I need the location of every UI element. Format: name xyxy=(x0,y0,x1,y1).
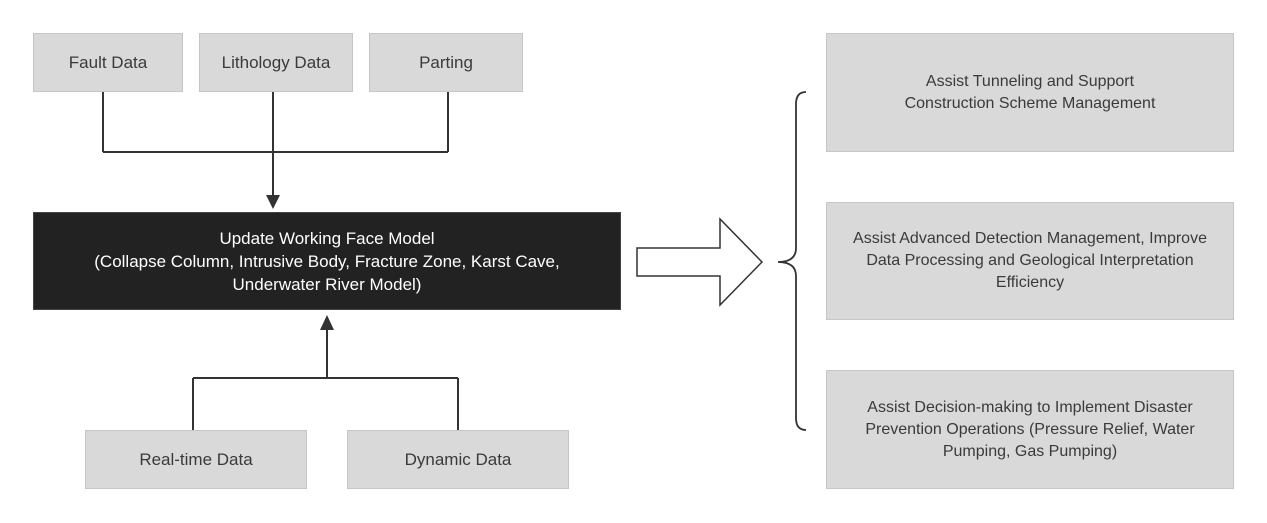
output-tunneling-box: Assist Tunneling and Support Constructio… xyxy=(826,33,1234,152)
dynamic-data-label: Dynamic Data xyxy=(404,450,512,469)
fault-data-box: Fault Data xyxy=(33,33,183,92)
model-title: Update Working Face Model xyxy=(219,228,435,248)
brace-icon xyxy=(777,91,807,431)
working-face-model-box: Update Working Face Model (Collapse Colu… xyxy=(33,212,621,310)
realtime-data-box: Real-time Data xyxy=(85,430,307,489)
output-tunneling-label: Assist Tunneling and Support Constructio… xyxy=(904,72,1156,112)
parting-box: Parting xyxy=(369,33,523,92)
output-disaster-box: Assist Decision-making to Implement Disa… xyxy=(826,370,1234,489)
output-detection-box: Assist Advanced Detection Management, Im… xyxy=(826,202,1234,320)
parting-label: Parting xyxy=(419,53,473,72)
model-detail: (Collapse Column, Intrusive Body, Fractu… xyxy=(94,251,560,294)
big-arrow-icon xyxy=(636,217,764,307)
dynamic-data-box: Dynamic Data xyxy=(347,430,569,489)
arrowhead-up xyxy=(320,315,334,330)
fault-data-label: Fault Data xyxy=(68,53,148,72)
output-disaster-label: Assist Decision-making to Implement Disa… xyxy=(865,398,1195,460)
lithology-data-label: Lithology Data xyxy=(221,53,331,72)
arrowhead-down xyxy=(266,195,280,209)
realtime-data-label: Real-time Data xyxy=(139,450,253,469)
lithology-data-box: Lithology Data xyxy=(199,33,353,92)
output-detection-label: Assist Advanced Detection Management, Im… xyxy=(853,230,1207,291)
